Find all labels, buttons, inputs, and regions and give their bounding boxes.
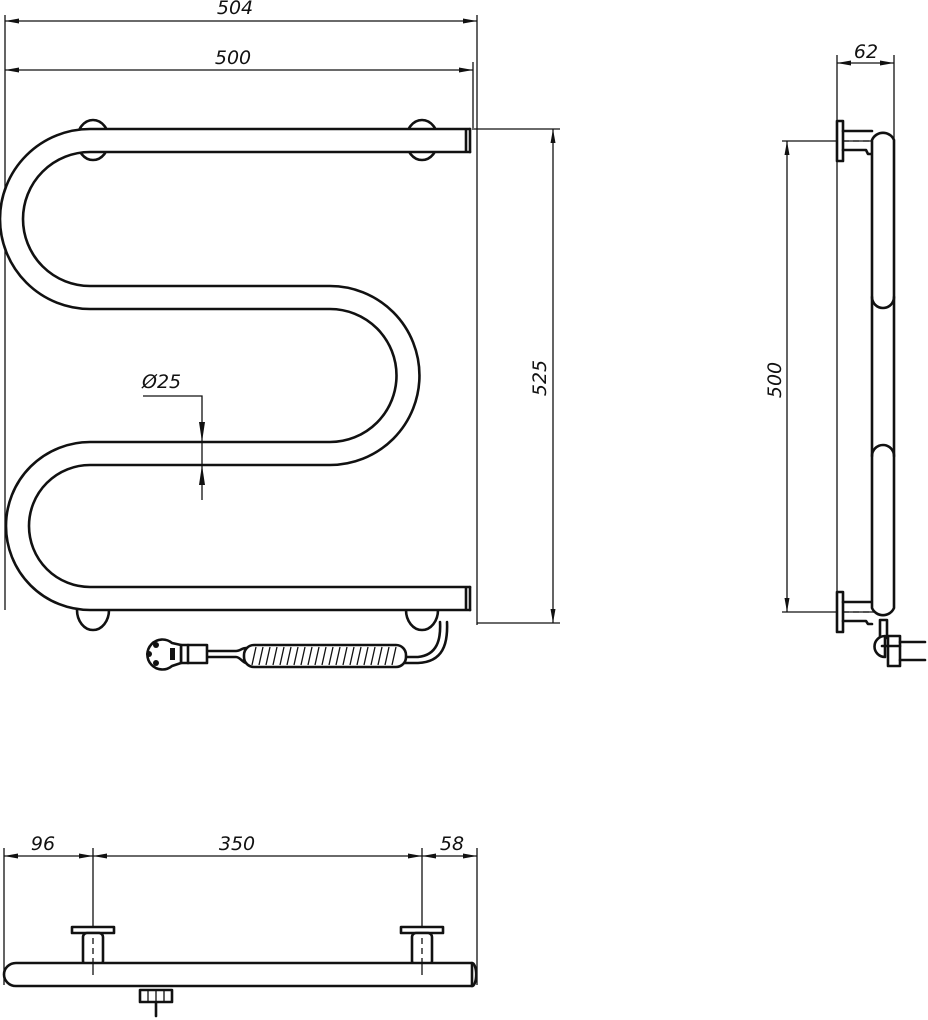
tube-inner-edge <box>21 150 472 589</box>
bottom-power-connector-icon <box>138 988 174 1018</box>
dimension-label-96: 96 <box>31 833 55 855</box>
power-plug-icon <box>146 638 209 671</box>
side-tube-outline <box>870 131 896 617</box>
wall-flange <box>835 590 845 634</box>
dimension-label-525: 525 <box>529 360 551 396</box>
dimension-label-504: 504 <box>217 0 253 19</box>
bottom-view: 96 350 58 <box>2 833 478 1018</box>
dimension-label-350: 350 <box>219 833 255 855</box>
power-cord-straight <box>204 646 248 653</box>
side-tube-bend <box>870 443 896 458</box>
power-cord-straight <box>204 655 248 665</box>
towel-rail-tube <box>0 129 470 610</box>
side-view: 62 500 <box>764 41 927 668</box>
dimension-label-diameter: Ø25 <box>141 371 181 393</box>
dimension-label-side-500: 500 <box>764 362 786 398</box>
diameter-arrow-top <box>199 422 205 442</box>
coiled-power-cord <box>242 643 408 669</box>
mount-stem <box>841 600 874 626</box>
dimension-label-500: 500 <box>215 47 251 69</box>
diameter-arrow-bottom <box>199 465 205 485</box>
dimension-label-58: 58 <box>440 833 464 855</box>
power-cord-lead <box>403 620 442 659</box>
side-tube-bend <box>870 295 896 310</box>
tube-outer-edge <box>0 127 472 612</box>
power-cord-lead <box>403 620 449 665</box>
bottom-tube-outline <box>2 961 478 988</box>
mount-stem <box>841 129 874 156</box>
front-view: 504 500 525 Ø25 <box>0 0 560 671</box>
side-power-plug-icon <box>873 618 927 668</box>
dimension-label-62: 62 <box>854 41 878 63</box>
wall-flange <box>835 119 845 163</box>
